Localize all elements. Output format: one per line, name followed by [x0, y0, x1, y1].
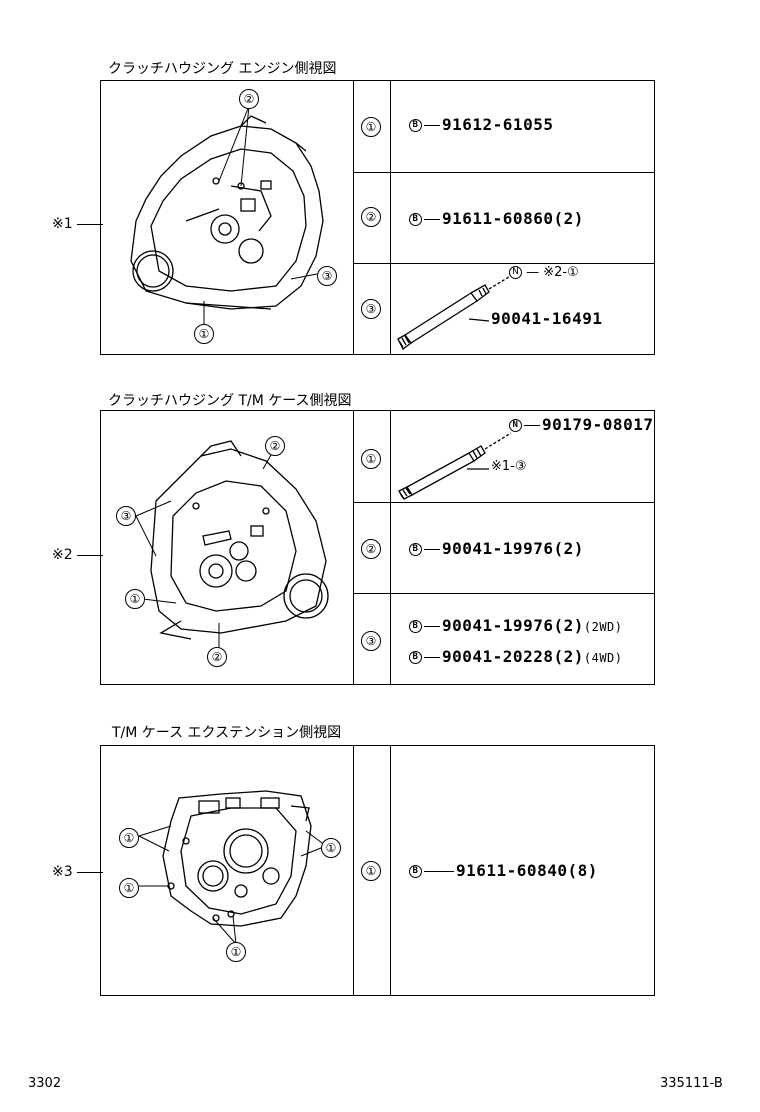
section1-callout-3: ③: [317, 266, 337, 286]
section3-row1-index: ①: [361, 861, 381, 881]
section2-caption: クラッチハウジング T/M ケース側視図: [108, 393, 352, 409]
section2-callout-1: ①: [125, 589, 145, 609]
section1-side-label: ※1: [52, 216, 103, 232]
section3-side-text: ※3: [52, 864, 73, 880]
section2-row1-note: ※1-③: [491, 459, 527, 474]
section2-callout-3: ③: [116, 506, 136, 526]
section2-side-label: ※2: [52, 547, 103, 563]
bolt-symbol-icon: B: [409, 213, 422, 226]
section3-callout-1-left-top: ①: [119, 828, 139, 848]
section3-callout-1-right: ①: [321, 838, 341, 858]
bolt-symbol-icon: B: [409, 865, 422, 878]
nut-symbol-icon: N: [509, 419, 522, 432]
bolt-symbol-icon: B: [409, 543, 422, 556]
tm-case-extension-drawing: [138, 790, 327, 945]
section1-row1-index: ①: [361, 117, 381, 137]
footer-figure-code: 335111-B: [660, 1076, 723, 1091]
bolt-symbol-icon: B: [409, 119, 422, 132]
section1-row3-spec: 90041-16491: [491, 309, 603, 328]
section1-side-text: ※1: [52, 216, 73, 232]
section2-row2-index: ②: [361, 539, 381, 559]
section1-callout-2: ②: [239, 89, 259, 109]
section1-caption: クラッチハウジング エンジン側視図: [108, 61, 337, 77]
section1-row3-note: N — ※2-①: [509, 265, 579, 280]
clutch-housing-tm-side-drawing: [135, 440, 329, 649]
bolt-symbol-icon: B: [409, 620, 422, 633]
section1-stud-bolt-drawing: [397, 276, 510, 350]
section1-callout-1: ①: [194, 324, 214, 344]
section3-callout-1-left-bottom: ①: [119, 878, 139, 898]
section3-caption: T/M ケース エクステンション側視図: [112, 725, 342, 741]
clutch-housing-engine-side-drawing: [130, 105, 324, 324]
section2-row1-index: ①: [361, 449, 381, 469]
section1-row3-index: ③: [361, 299, 381, 319]
section3-callout-1-bottom: ①: [226, 942, 246, 962]
section2-callout-2-bottom: ②: [207, 647, 227, 667]
section2-stud-bolt-drawing: [398, 432, 512, 500]
section3-side-label: ※3: [52, 864, 103, 880]
footer-page-number: 3302: [28, 1076, 62, 1091]
nut-symbol-icon: N: [509, 266, 522, 279]
section2-row3-index: ③: [361, 631, 381, 651]
section2-callout-2-top: ②: [265, 436, 285, 456]
section1-row2-index: ②: [361, 207, 381, 227]
section2-side-text: ※2: [52, 547, 73, 563]
bolt-symbol-icon: B: [409, 651, 422, 664]
